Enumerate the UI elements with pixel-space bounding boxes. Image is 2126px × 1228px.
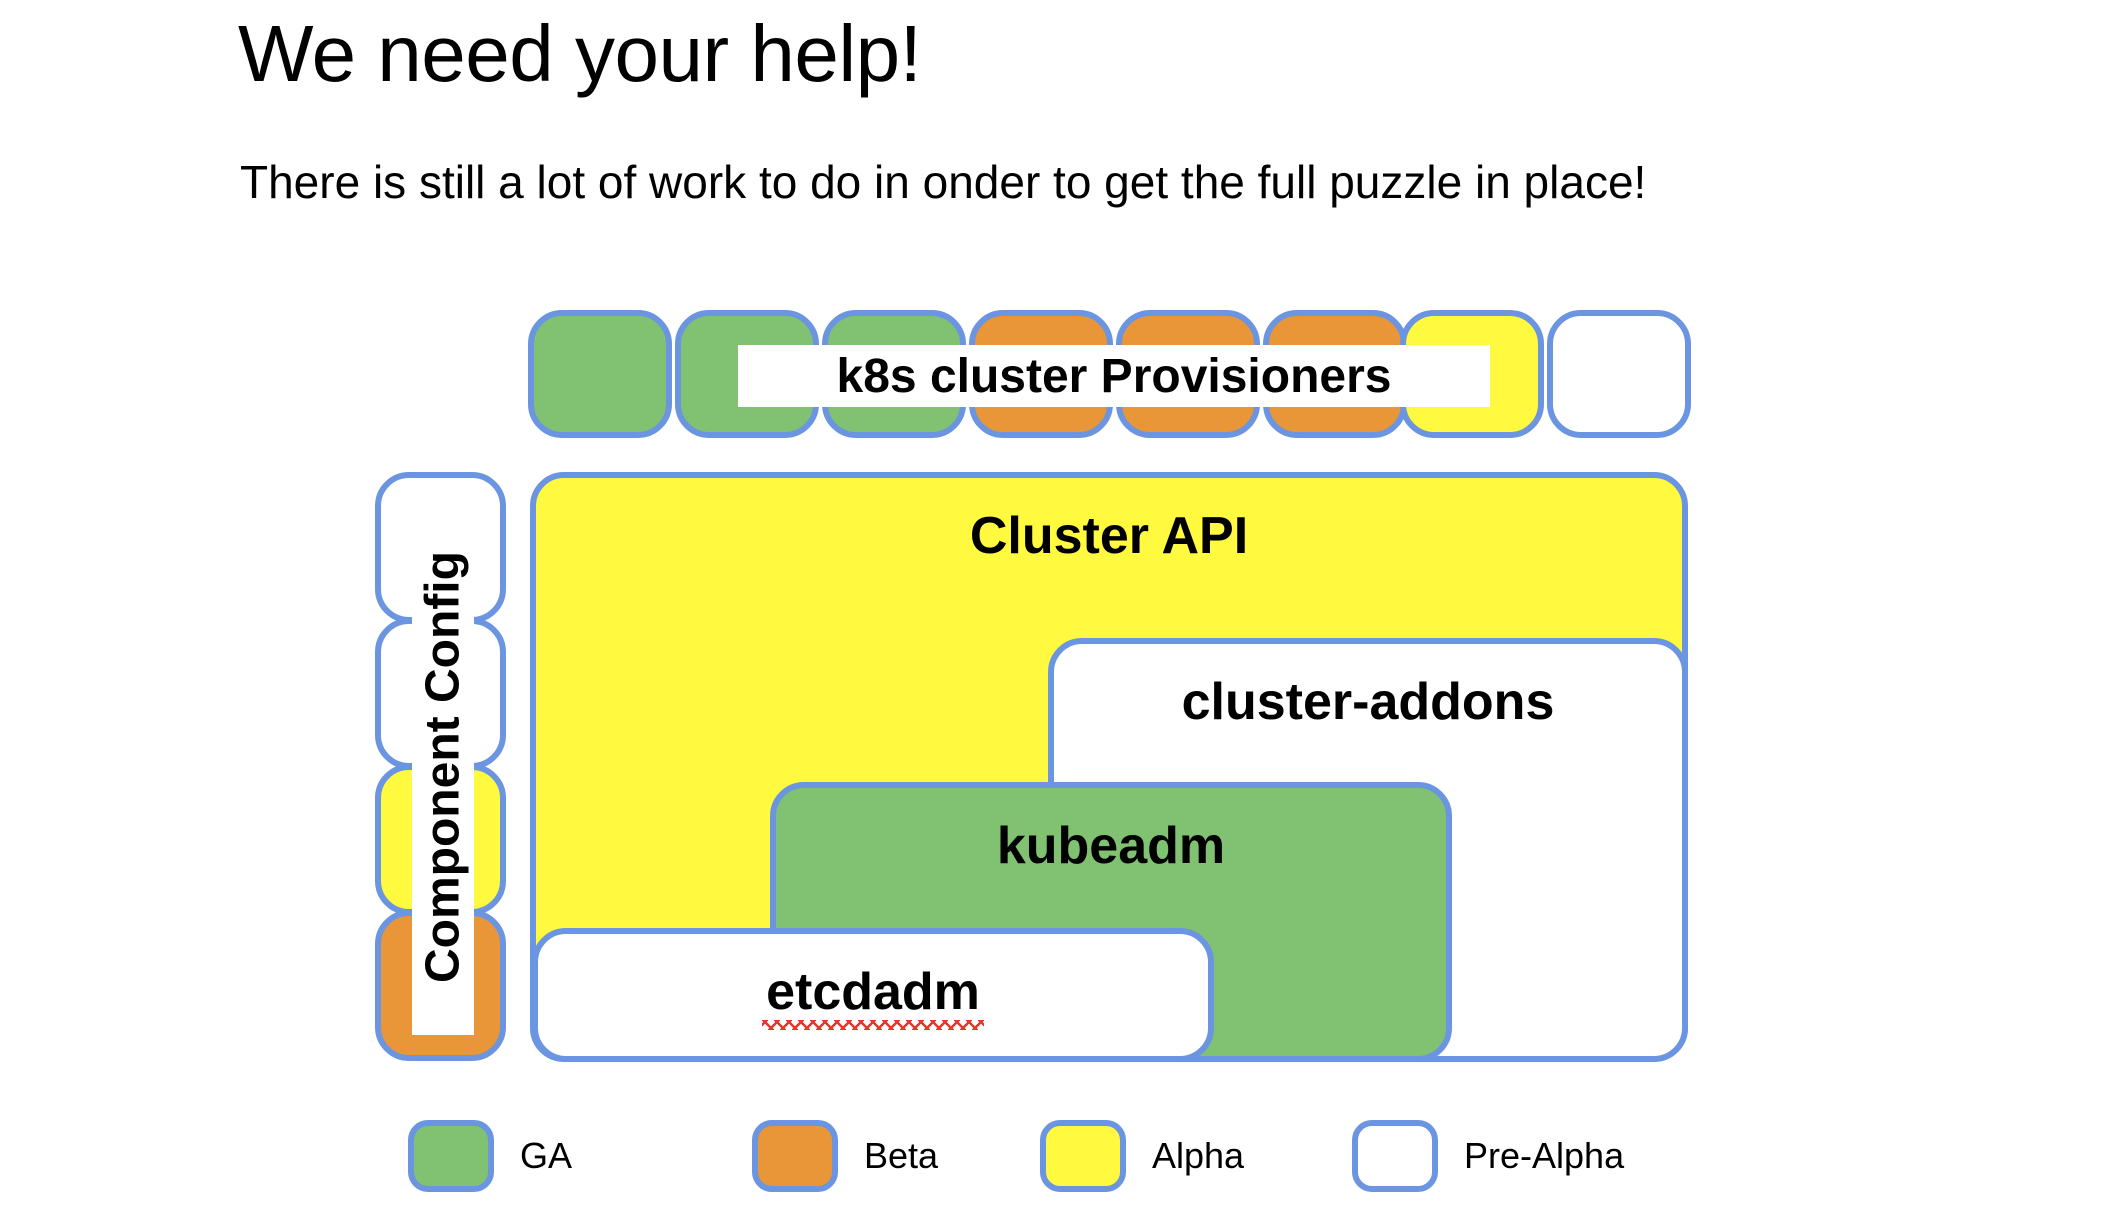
provisioner-tile-8[interactable] — [1547, 310, 1691, 438]
block-etcdadm-label: etcdadm — [766, 963, 980, 1021]
legend-label-beta: Beta — [864, 1135, 939, 1176]
component-config-label: Component Config — [412, 500, 474, 1035]
block-cluster-api-label: Cluster API — [969, 507, 1249, 565]
legend-label-ga: GA — [520, 1135, 573, 1176]
legend-label-alpha: Alpha — [1152, 1135, 1245, 1176]
legend-item-alpha: Alpha — [1040, 1120, 1244, 1192]
legend-swatch-prealpha — [1352, 1120, 1438, 1192]
legend-item-prealpha: Pre-Alpha — [1352, 1120, 1624, 1192]
provisioners-row-label: k8s cluster Provisioners — [738, 345, 1490, 407]
legend-label-prealpha: Pre-Alpha — [1464, 1135, 1625, 1176]
etcdadm-spellcheck-underline — [762, 1020, 984, 1030]
legend-item-ga: GA — [408, 1120, 572, 1192]
legend: GA Beta Alpha Pre-Alpha — [0, 1120, 2126, 1216]
legend-swatch-ga — [408, 1120, 494, 1192]
page-subtitle: There is still a lot of work to do in on… — [240, 156, 1647, 208]
provisioner-tile-1[interactable] — [528, 310, 672, 438]
block-cluster-addons-label: cluster-addons — [1181, 673, 1555, 731]
legend-swatch-alpha — [1040, 1120, 1126, 1192]
legend-item-beta: Beta — [752, 1120, 938, 1192]
page-title: We need your help! — [238, 9, 922, 98]
block-kubeadm-label: kubeadm — [996, 817, 1226, 875]
legend-swatch-beta — [752, 1120, 838, 1192]
block-etcdadm[interactable] — [532, 928, 1214, 1062]
